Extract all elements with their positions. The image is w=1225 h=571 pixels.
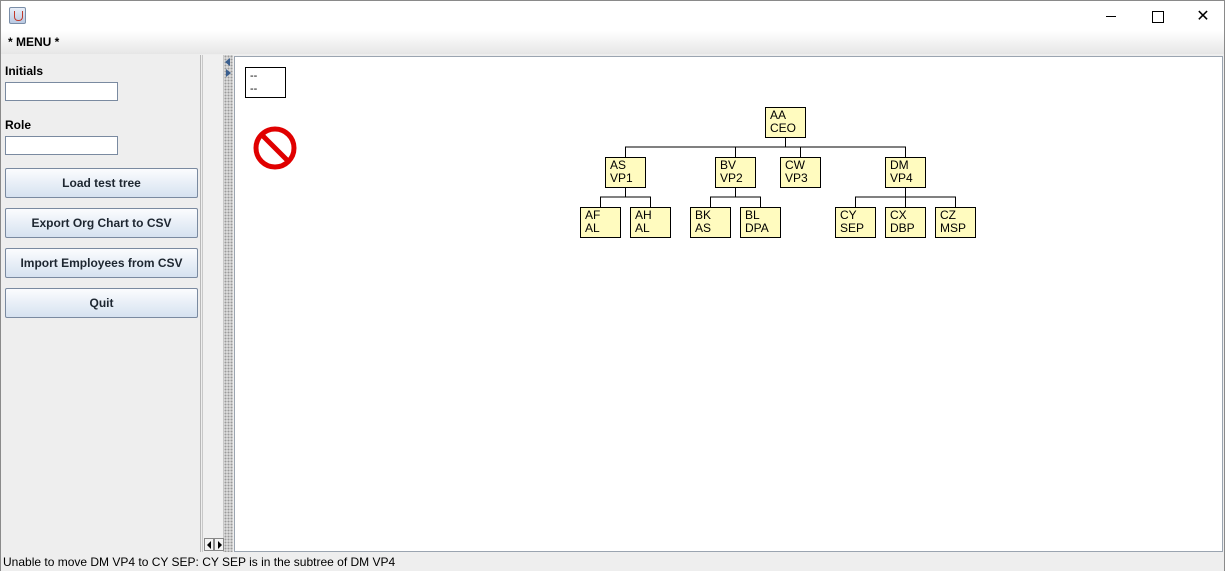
close-button[interactable]: ✕ xyxy=(1196,6,1210,25)
maximize-button[interactable] xyxy=(1134,1,1180,31)
org-node-role: DBP xyxy=(890,221,915,235)
org-node-initials: CY xyxy=(840,208,857,222)
org-node-initials: BV xyxy=(720,158,737,172)
export-csv-button[interactable]: Export Org Chart to CSV xyxy=(5,208,198,238)
no-entry-icon xyxy=(253,126,297,170)
menu-item-main[interactable]: * MENU * xyxy=(8,35,60,49)
initials-label: Initials xyxy=(5,64,44,78)
edge-aa-dm xyxy=(785,138,906,157)
org-node-initials: AH xyxy=(635,208,652,222)
org-node-role: MSP xyxy=(940,221,967,235)
collapse-left-arrow-icon[interactable] xyxy=(225,58,230,66)
org-node-initials: CX xyxy=(890,208,907,222)
org-node-role: VP3 xyxy=(785,171,808,185)
org-node-role: CEO xyxy=(770,121,797,135)
edge-as-ah xyxy=(625,188,651,207)
status-bar: Unable to move DM VP4 to CY SEP: CY SEP … xyxy=(1,553,1224,571)
java-icon xyxy=(9,7,26,24)
org-node-role: DPA xyxy=(745,221,769,235)
left-panel: Initials Role Load test tree Export Org … xyxy=(1,55,201,552)
role-input[interactable] xyxy=(5,136,118,155)
legend-line-2: -- xyxy=(250,83,258,95)
org-node-initials: CW xyxy=(785,158,805,172)
org-node-initials: BK xyxy=(695,208,712,222)
org-node-initials: AA xyxy=(770,108,787,122)
edge-dm-cz xyxy=(905,188,956,207)
edge-dm-cy xyxy=(855,188,906,207)
org-node-role: AL xyxy=(585,221,600,235)
edge-bv-bl xyxy=(735,188,761,207)
org-node-role: VP4 xyxy=(890,171,913,185)
org-chart-canvas[interactable] xyxy=(234,56,1223,552)
org-node-initials: CZ xyxy=(940,208,956,222)
split-divider[interactable] xyxy=(224,55,233,552)
org-chart-edges xyxy=(600,138,956,207)
legend-line-1: -- xyxy=(250,70,258,82)
org-node-role: VP1 xyxy=(610,171,633,185)
org-node-initials: BL xyxy=(745,208,760,222)
org-node-role: AL xyxy=(635,221,650,235)
load-test-tree-button[interactable]: Load test tree xyxy=(5,168,198,198)
org-node-initials: AS xyxy=(610,158,627,172)
role-label: Role xyxy=(5,118,32,132)
scroll-right-button[interactable] xyxy=(214,538,224,551)
title-bar: ✕ xyxy=(1,1,1224,31)
import-csv-button[interactable]: Import Employees from CSV xyxy=(5,248,198,278)
legend-box: -- -- xyxy=(245,67,286,98)
org-node-role: AS xyxy=(695,221,712,235)
org-node-initials: DM xyxy=(890,158,909,172)
split-pane xyxy=(201,55,234,552)
edge-aa-bv xyxy=(735,138,786,157)
menu-bar: * MENU * xyxy=(1,31,1224,54)
initials-input[interactable] xyxy=(5,82,118,101)
minimize-button[interactable] xyxy=(1088,1,1134,31)
org-node-initials: AF xyxy=(585,208,601,222)
quit-button[interactable]: Quit xyxy=(5,288,198,318)
left-scroll-track[interactable] xyxy=(202,55,224,552)
edge-bv-bk xyxy=(710,188,736,207)
scroll-left-button[interactable] xyxy=(204,538,214,551)
org-node-role: SEP xyxy=(840,221,865,235)
expand-right-arrow-icon[interactable] xyxy=(226,69,231,77)
edge-as-af xyxy=(600,188,626,207)
org-node-role: VP2 xyxy=(720,171,743,185)
